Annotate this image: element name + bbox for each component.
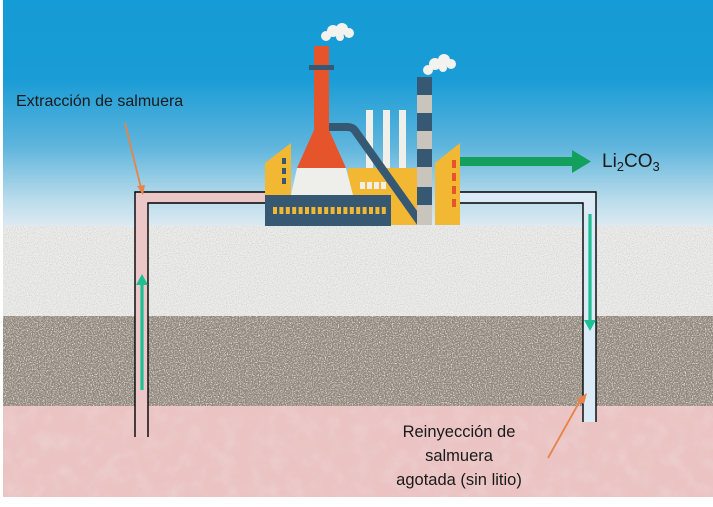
diagram-scene: Extracción de salmuera Li2CO3 Reinyecció…	[3, 0, 713, 497]
right-wing	[435, 143, 460, 225]
base-window	[317, 207, 322, 214]
base-window	[298, 207, 303, 214]
product-co: CO	[624, 151, 653, 172]
product-li: Li	[602, 151, 617, 172]
product-sub-3: 3	[652, 159, 660, 174]
product-label: Li2CO3	[602, 151, 660, 174]
orange-chimney	[314, 46, 329, 131]
reinjection-label-line2: salmuera	[425, 447, 493, 465]
reinjection-label: Reinyección de salmuera agotada (sin lit…	[375, 420, 543, 492]
small-stack-1	[366, 110, 373, 170]
base-window	[343, 207, 348, 214]
smoke-cloud-right	[423, 54, 456, 75]
base-window	[337, 207, 341, 214]
striped-chimney	[417, 77, 432, 225]
left-wing	[265, 143, 291, 195]
base-window	[362, 207, 367, 214]
base-window	[285, 207, 290, 214]
downward-flow-arrow	[584, 214, 596, 331]
extraction-label: Extracción de salmuera	[16, 93, 184, 110]
base-window	[375, 207, 380, 214]
small-stack-3	[399, 110, 406, 170]
base-window	[381, 207, 386, 214]
base-window	[330, 207, 335, 214]
extraction-pointer-arrow	[124, 122, 145, 195]
base-window	[324, 207, 329, 214]
reinjection-pointer-arrow	[547, 393, 587, 459]
lithium-plant-icon	[265, 23, 460, 226]
extraction-pipe	[134, 191, 265, 437]
base-window	[311, 207, 316, 214]
reinjection-label-line3: agotada (sin litio)	[396, 471, 522, 489]
base-window	[292, 207, 297, 214]
base-window	[349, 207, 354, 214]
pipes	[124, 122, 597, 459]
smoke-cloud-left	[321, 23, 354, 41]
base-window	[305, 207, 309, 214]
base-window	[369, 207, 373, 214]
product-sub-2: 2	[616, 159, 625, 174]
base-window	[356, 207, 361, 214]
base-window	[279, 207, 284, 214]
upward-flow-arrow	[136, 274, 148, 390]
reinjection-pipe	[453, 191, 597, 422]
small-stack-2	[383, 110, 390, 170]
product-output-arrow	[460, 150, 591, 173]
reinjection-label-line1: Reinyección de	[402, 423, 516, 441]
base-window	[273, 207, 277, 214]
base-windows	[273, 207, 386, 214]
conveyor-duct	[329, 123, 424, 225]
